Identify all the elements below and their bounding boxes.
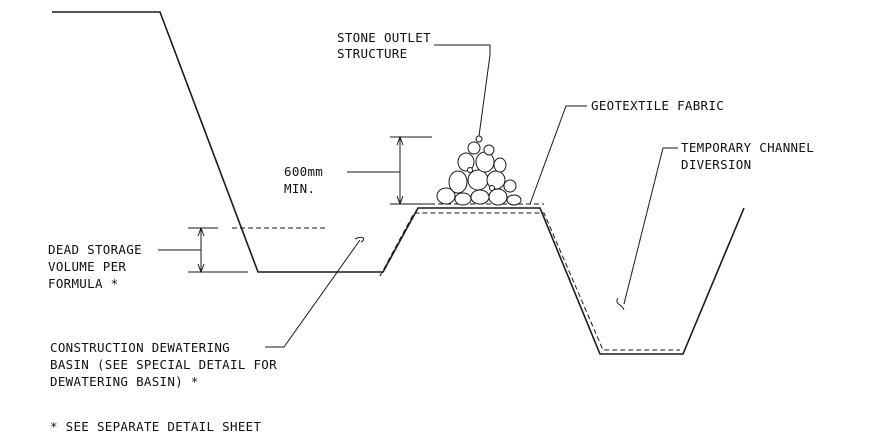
geotextile-fabric-line bbox=[379, 212, 680, 351]
stone-outlet-leader bbox=[434, 44, 491, 137]
height-label-line1: 600mm bbox=[284, 164, 323, 179]
height-label-line2: MIN. bbox=[284, 181, 315, 196]
dead-storage-label-line3: FORMULA * bbox=[48, 276, 118, 291]
dewatering-label-line3: DEWATERING BASIN) * bbox=[50, 374, 199, 389]
stone-outlet-label-line2: STRUCTURE bbox=[337, 46, 407, 61]
temp-channel-label-line2: DIVERSION bbox=[681, 157, 751, 172]
dewatering-leader bbox=[265, 239, 361, 348]
temp-channel-leader bbox=[623, 147, 678, 305]
dead-storage-label-line2: VOLUME PER bbox=[48, 259, 126, 274]
temp-channel-label-line1: TEMPORARY CHANNEL bbox=[681, 140, 814, 155]
dead-storage-label-line1: DEAD STORAGE bbox=[48, 242, 142, 257]
footnote-label: * SEE SEPARATE DETAIL SHEET bbox=[50, 419, 261, 434]
dead-storage-arrow-up bbox=[197, 226, 205, 237]
geotextile-leader bbox=[529, 105, 587, 205]
dead-storage-arrow-down bbox=[197, 263, 205, 274]
basin-water-symbol bbox=[354, 236, 365, 243]
dewatering-label-line2: BASIN (SEE SPECIAL DETAIL FOR bbox=[50, 357, 277, 372]
channel-water-symbol bbox=[616, 297, 625, 311]
dewatering-label-line1: CONSTRUCTION DEWATERING bbox=[50, 340, 230, 355]
geotextile-label: GEOTEXTILE FABRIC bbox=[591, 98, 724, 113]
stone-outlet-label-line1: STONE OUTLET bbox=[337, 30, 431, 45]
stone-outlet-structure bbox=[436, 135, 522, 206]
height-arrow-up bbox=[396, 135, 404, 146]
ground-profile-line bbox=[52, 11, 745, 355]
height-arrow-down bbox=[396, 195, 404, 206]
